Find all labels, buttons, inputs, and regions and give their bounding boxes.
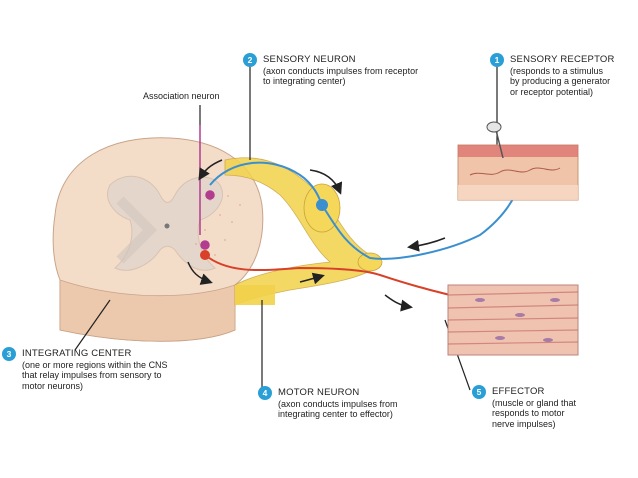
motor-neuron-label: MOTOR NEURON (axon conducts impulses fro… (278, 387, 448, 420)
effector-desc-line: nerve impulses) (492, 418, 556, 429)
effector-label: EFFECTOR (muscle or gland that responds … (492, 386, 622, 429)
stimulus-pin-icon (486, 121, 504, 159)
badge-4: 4 (258, 386, 272, 400)
integrating-center-desc-line: motor neurons) (22, 380, 84, 391)
badge-1: 1 (490, 53, 504, 67)
badge-2: 2 (243, 53, 257, 67)
badge-3: 3 (2, 347, 16, 361)
motor-neuron-desc-line: integrating center to effector) (278, 409, 393, 419)
effector-title: EFFECTOR (492, 386, 545, 397)
sensory-receptor-label: SENSORY RECEPTOR (responds to a stimulus… (510, 54, 636, 97)
spinal-cord (52, 137, 264, 342)
association-neuron-label: Association neuron (143, 91, 220, 101)
sensory-receptor-desc-line: or receptor potential) (510, 86, 594, 97)
integrating-center-label: INTEGRATING CENTER (one or more regions … (22, 348, 207, 391)
sensory-receptor-desc-line: by producing a generator (510, 76, 611, 86)
skin-receptor-block (457, 121, 579, 201)
muscle-effector-block (447, 284, 579, 356)
effector-desc-line: (muscle or gland that (492, 397, 577, 408)
sensory-neuron-label: SENSORY NEURON (axon conducts impulses f… (263, 54, 443, 87)
direction-arrows (187, 159, 446, 312)
sensory-neuron-desc-line: (axon conducts impulses from receptor (263, 65, 419, 76)
motor-neuron-title: MOTOR NEURON (278, 387, 360, 398)
integrating-center-desc-line: (one or more regions within the CNS (22, 359, 168, 370)
sensory-receptor-desc-line: (responds to a stimulus (510, 65, 604, 76)
effector-desc-line: responds to motor (492, 408, 565, 418)
motor-neuron-desc-line: (axon conducts impulses from (278, 398, 398, 409)
sensory-neuron-title: SENSORY NEURON (263, 54, 356, 65)
badge-5: 5 (472, 385, 486, 399)
sensory-neuron-desc-line: to integrating center) (263, 76, 346, 86)
integrating-center-desc-line: that relay impulses from sensory to (22, 370, 162, 380)
integrating-center-title: INTEGRATING CENTER (22, 348, 132, 359)
sensory-receptor-title: SENSORY RECEPTOR (510, 54, 615, 65)
